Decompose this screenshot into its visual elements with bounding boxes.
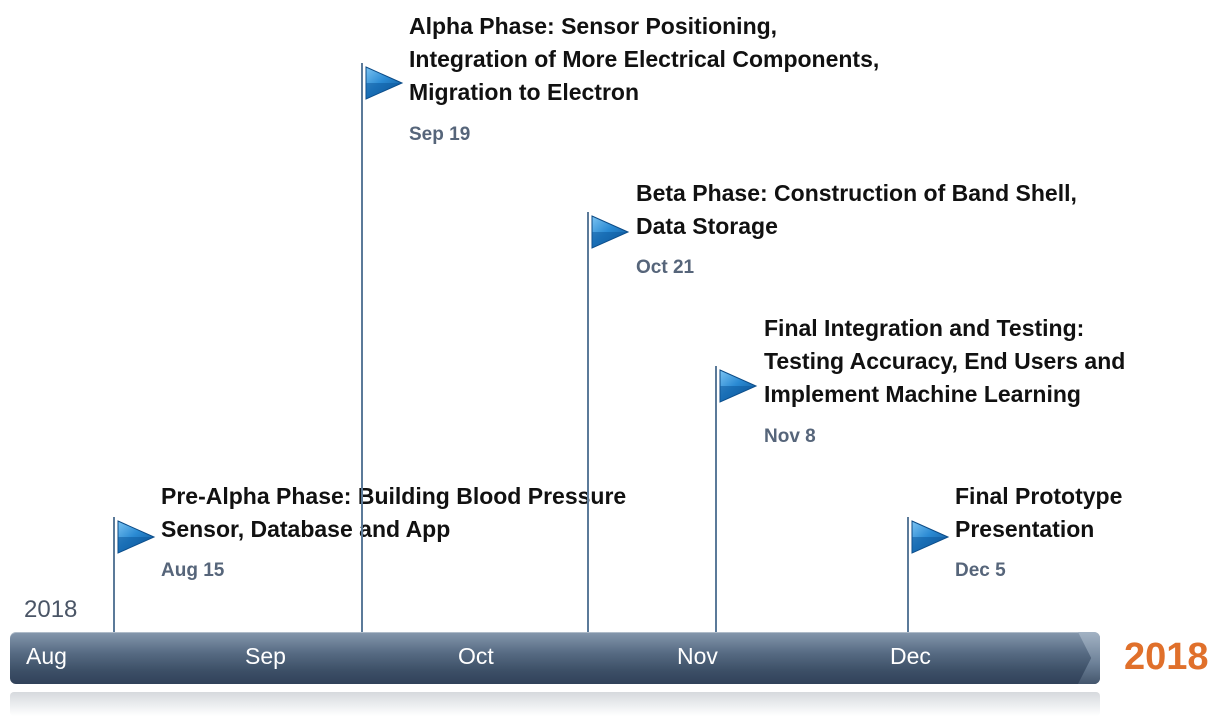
timeline-bar: [10, 632, 1100, 684]
month-label-sep: Sep: [245, 643, 286, 669]
month-label-dec: Dec: [890, 643, 931, 669]
milestone-stem-nov8: [715, 366, 717, 632]
timeline-year-label: 2018: [24, 596, 78, 623]
milestone-stem-aug15: [113, 517, 115, 632]
flag-icon: [718, 366, 758, 406]
milestone-title-dec5: Final Prototype Presentation: [955, 483, 1123, 542]
flag-icon: [910, 517, 950, 557]
timeline-bar-end-cap: [1078, 632, 1100, 684]
milestone-stem-sep19: [361, 63, 363, 632]
milestone-stem-oct21: [587, 212, 589, 632]
timeline-bar-shadow: [10, 692, 1100, 716]
flag-icon: [116, 517, 156, 557]
flag-icon: [590, 212, 630, 252]
month-label-aug: Aug: [26, 643, 67, 669]
milestone-date-oct21: Oct 21: [636, 257, 695, 278]
milestone-date-dec5: Dec 5: [955, 560, 1006, 581]
milestone-stem-dec5: [907, 517, 909, 632]
milestone-date-sep19: Sep 19: [409, 124, 471, 145]
month-label-nov: Nov: [677, 643, 718, 669]
milestone-title-aug15: Pre-Alpha Phase: Building Blood Pressure…: [161, 483, 627, 542]
milestone-title-nov8: Final Integration and Testing: Testing A…: [764, 315, 1126, 407]
month-label-oct: Oct: [458, 643, 494, 669]
milestone-date-aug15: Aug 15: [161, 560, 225, 581]
milestone-title-sep19: Alpha Phase: Sensor Positioning, Integra…: [409, 13, 880, 105]
flag-icon: [364, 63, 404, 103]
timeline-year-badge: 2018: [1124, 636, 1209, 678]
milestone-date-nov8: Nov 8: [764, 426, 816, 447]
milestone-title-oct21: Beta Phase: Construction of Band Shell, …: [636, 180, 1077, 239]
